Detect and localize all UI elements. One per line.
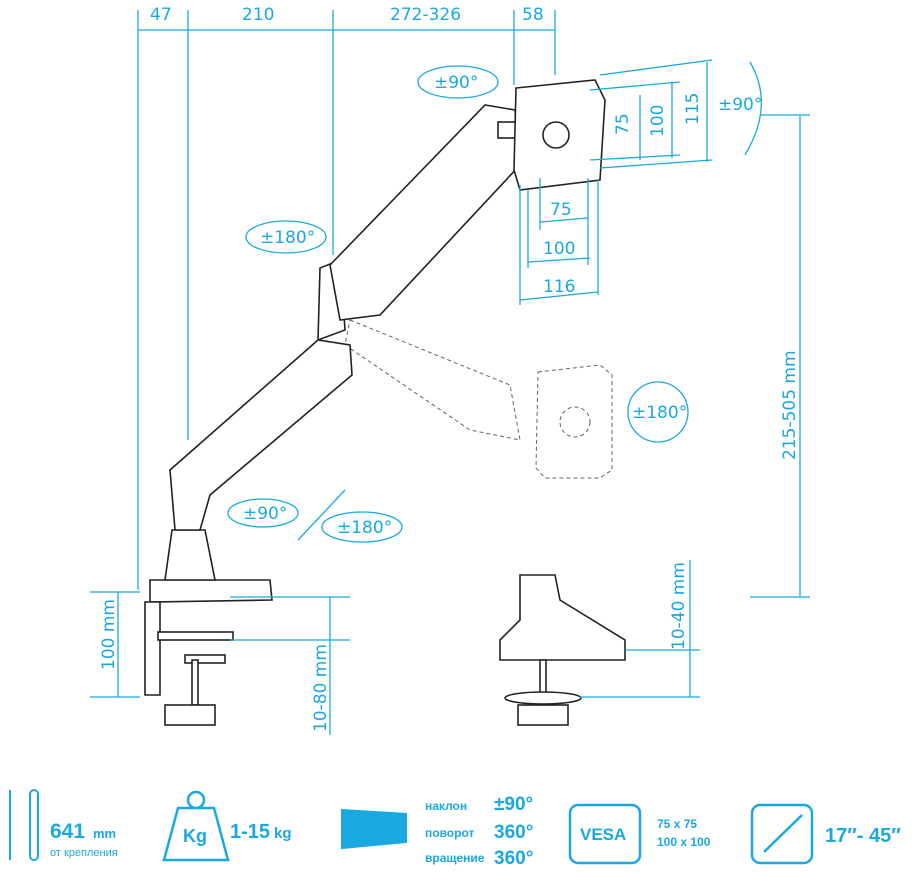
spec-weight: Kg 1-15 kg (162, 790, 292, 862)
dim-210: 210 (242, 5, 274, 25)
rotation-arm-swivel: ±180° (260, 228, 315, 248)
vesa-v-100: 100 (648, 105, 668, 137)
grommet-desk-thickness: 10-40 mm (669, 562, 689, 650)
vesa-v-75: 75 (613, 113, 633, 135)
dim-58: 58 (522, 5, 544, 25)
vesa-size-1: 75 x 75 (657, 817, 697, 831)
reach-value: 641 (50, 820, 85, 843)
vesa-v-115: 115 (683, 93, 703, 125)
swivel-label: поворот (425, 826, 474, 840)
spec-reach: 641 mm от крепления (9, 789, 118, 861)
spec-movement: наклон ±90° поворот 360° вращение 360° (341, 794, 533, 869)
ghost-arm (344, 319, 613, 479)
weight-icon (162, 806, 230, 862)
vesa-size-2: 100 x 100 (657, 835, 711, 849)
weight-value: 1-15 (230, 821, 270, 843)
reach-unit: mm (93, 826, 116, 841)
dim-47: 47 (150, 5, 172, 25)
dim-272-326: 272-326 (390, 5, 461, 25)
vesa-dimensions: 75 100 115 75 100 116 (519, 59, 713, 305)
rotate-label: вращение (425, 851, 485, 865)
clamp-height: 100 mm (99, 599, 119, 670)
vesa-icon (568, 803, 642, 865)
reach-caption: от крепления (50, 847, 118, 859)
weight-unit: kg (274, 825, 292, 842)
rotation-monitor: ±90° (718, 95, 762, 115)
vesa-h-75: 75 (550, 200, 572, 220)
monitor-arm (144, 79, 626, 726)
screen-diagonal-icon (750, 803, 814, 865)
rotation-labels: ±90° ±90° ±180° ±180° ±90° ±180° (227, 61, 762, 543)
monitor-movement-icon (341, 808, 407, 850)
rotation-head-tilt: ±90° (434, 73, 478, 93)
rotate-value: 360° (494, 848, 533, 869)
height-range: 215-505 mm (780, 350, 800, 460)
rotation-ghost: ±180° (632, 403, 687, 423)
rotation-base-swivel: ±180° (337, 518, 392, 538)
weight-icon-label: Kg (183, 826, 207, 846)
vesa-label: VESA (580, 825, 626, 844)
vesa-h-100: 100 (543, 239, 575, 259)
spec-screen-size: 17″- 45″ (750, 803, 901, 865)
tilt-label: наклон (425, 799, 467, 813)
spec-vesa: VESA 75 x 75 100 x 100 (568, 803, 711, 865)
screen-size: 17″- 45″ (825, 825, 901, 847)
tilt-value: ±90° (494, 794, 533, 815)
rotation-base-tilt: ±90° (243, 504, 287, 524)
swivel-value: 360° (494, 822, 533, 843)
height-dimensions: 215-505 mm 100 mm 10-80 mm 10-40 mm (90, 114, 810, 735)
clamp-desk-thickness: 10-80 mm (311, 644, 331, 732)
vesa-h-116: 116 (543, 277, 575, 297)
top-dimensions: 47 210 272-326 58 (137, 5, 556, 590)
